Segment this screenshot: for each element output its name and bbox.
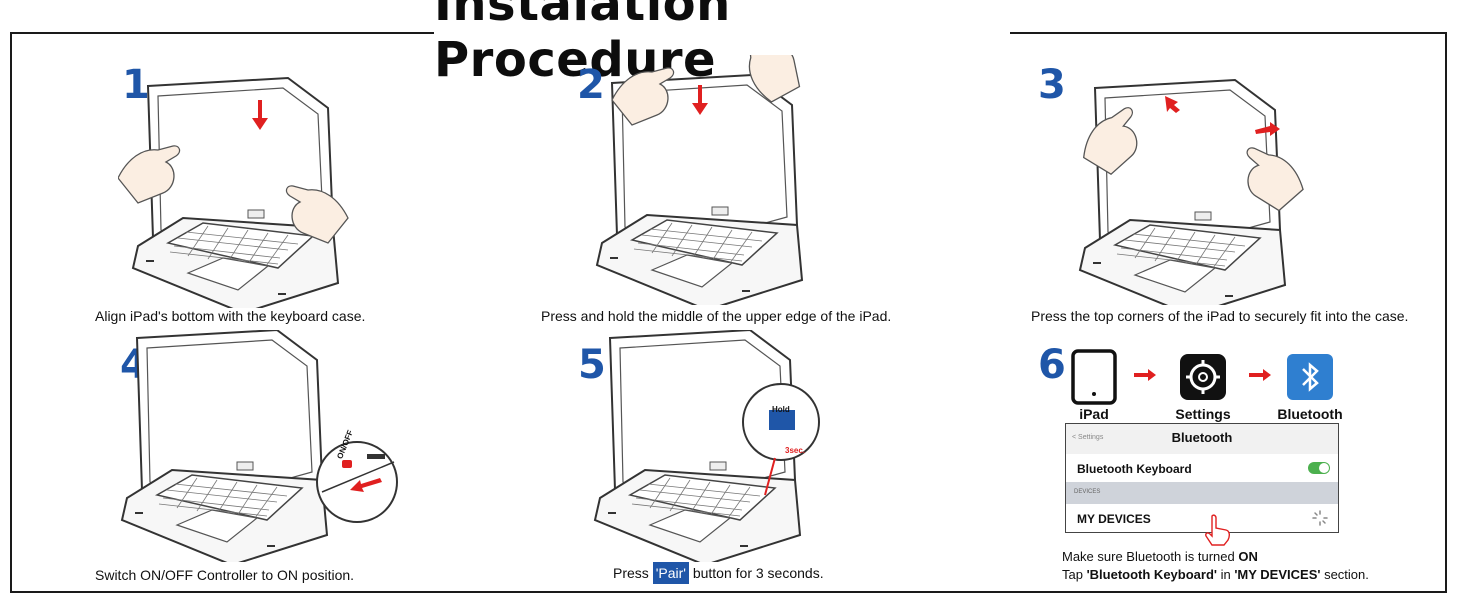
sec-label: 3sec.	[785, 446, 806, 455]
step-2-number: 2	[577, 62, 605, 108]
down-arrow-icon	[692, 85, 708, 115]
step-3-number: 3	[1038, 62, 1066, 108]
tablet-icon	[1071, 349, 1117, 405]
bluetooth-toggle[interactable]	[1308, 462, 1330, 474]
note-line2-bold-keyboard: 'Bluetooth Keyboard'	[1086, 567, 1217, 582]
loading-spinner-icon	[1312, 510, 1328, 526]
bluetooth-icon	[1287, 354, 1333, 400]
pointing-hand-icon	[1205, 514, 1231, 546]
step-5-illustration	[594, 330, 820, 562]
step-2-illustration	[596, 55, 808, 305]
switch-knob-icon	[342, 460, 352, 468]
note-line2-mid: in	[1216, 567, 1235, 582]
note-line1-bold: ON	[1238, 549, 1258, 564]
step-5-caption-after: button for 3 seconds.	[688, 565, 824, 581]
note-line2-bold-devices: 'MY DEVICES'	[1234, 567, 1321, 582]
bluetooth-panel-title: Bluetooth	[1171, 430, 1233, 445]
corner-arrow-icon	[1255, 122, 1280, 136]
bluetooth-keyboard-row[interactable]: Bluetooth Keyboard	[1077, 462, 1192, 476]
switch-zoom-circle	[316, 441, 398, 523]
note-line2-suffix: section.	[1320, 567, 1369, 582]
gear-icon	[1180, 354, 1226, 400]
bluetooth-label: Bluetooth	[1277, 406, 1343, 422]
step-5-number: 5	[578, 342, 606, 388]
devices-section-header: DEVICES	[1066, 482, 1338, 504]
note-line1-text: Make sure Bluetooth is turned	[1062, 549, 1239, 564]
pair-button-icon	[769, 410, 795, 430]
ipad-label: iPad	[1079, 406, 1109, 422]
bluetooth-settings-panel: < Settings Bluetooth Bluetooth Keyboard …	[1065, 423, 1339, 533]
hold-label: Hold	[772, 405, 790, 414]
step-6-number: 6	[1038, 342, 1066, 388]
corner-arrow-icon	[1165, 96, 1180, 113]
step-3-caption: Press the top corners of the iPad to sec…	[1031, 308, 1409, 324]
devices-section-label: DEVICES	[1074, 489, 1101, 495]
step-2-caption: Press and hold the middle of the upper e…	[541, 308, 892, 324]
down-arrow-icon	[252, 100, 268, 130]
note-line2-text: Tap	[1062, 567, 1087, 582]
step-4-illustration	[121, 330, 398, 562]
bluetooth-note-line-1: Make sure Bluetooth is turned ON	[1062, 549, 1258, 564]
bluetooth-note-line-2: Tap 'Bluetooth Keyboard' in 'MY DEVICES'…	[1062, 567, 1369, 582]
settings-back-link[interactable]: < Settings	[1072, 434, 1104, 441]
step-1-caption: Align iPad's bottom with the keyboard ca…	[95, 308, 366, 324]
step-4-caption: Switch ON/OFF Controller to ON position.	[95, 567, 355, 583]
right-arrow-icon	[1134, 369, 1156, 381]
left-arrow-icon	[350, 478, 382, 492]
pair-badge: 'Pair'	[652, 562, 689, 584]
my-devices-row[interactable]: MY DEVICES	[1077, 512, 1151, 526]
step-3-illustration	[1072, 79, 1310, 305]
step-1-number: 1	[122, 62, 150, 108]
settings-label: Settings	[1175, 406, 1231, 422]
step-1-illustration	[118, 77, 349, 308]
step-5-caption: Press 'Pair' button for 3 seconds.	[613, 562, 824, 584]
right-arrow-icon	[1249, 369, 1271, 381]
bluetooth-panel-header: < Settings Bluetooth	[1066, 424, 1338, 454]
step-5-caption-before: Press	[613, 565, 653, 581]
